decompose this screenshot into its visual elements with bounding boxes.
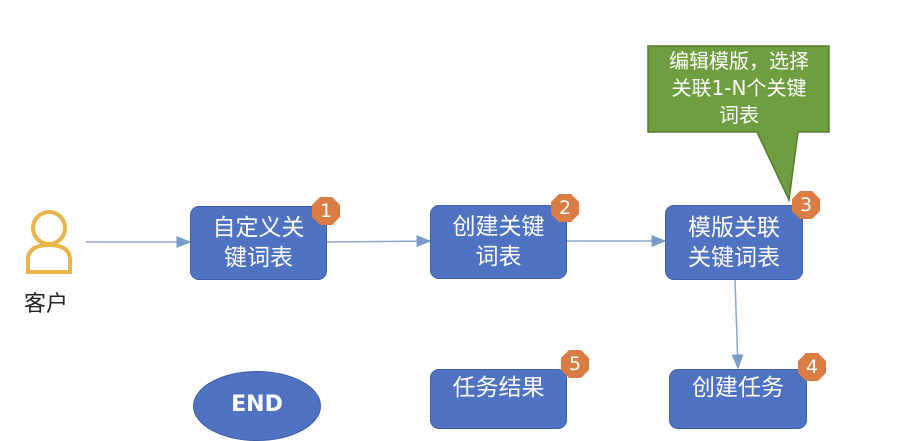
callout-shape (647, 45, 830, 203)
step-2-box[interactable]: 创建关键 词表 (430, 205, 567, 279)
step-2-label-line1: 创建关键 (452, 214, 545, 240)
step-4-box[interactable]: 创建任务 (669, 369, 807, 429)
step-3-box[interactable]: 模版关联 关键词表 (665, 205, 803, 280)
step-4-label-line1: 创建任务 (692, 375, 784, 401)
end-node[interactable]: END (193, 371, 321, 441)
step-5-box[interactable]: 任务结果 (430, 369, 567, 429)
arrow-step1-to-step2 (326, 235, 432, 248)
connectors-layer (26, 45, 830, 370)
step-1-box[interactable]: 自定义关 键词表 (190, 206, 327, 280)
step-2-label-line2: 词表 (475, 244, 522, 270)
step-3-label-line2: 关键词表 (688, 244, 780, 271)
step-3-label-line1: 模版关联 (688, 214, 780, 241)
callout-line1: 编辑模版，选择 (669, 49, 809, 73)
workflow-diagram: 客户 自定义关 键词表 1 创建关键 词表 2 模版关联 关键词表 3 创建任务… (24, 45, 830, 441)
step-1-label-line1: 自定义关 (212, 215, 305, 241)
step-2-number: 2 (558, 197, 572, 219)
callout-line3: 词表 (719, 103, 759, 127)
step-3-number: 3 (799, 194, 813, 216)
step-1-number: 1 (319, 200, 333, 222)
step-5-badge: 5 (560, 349, 590, 379)
step-5-label-line1: 任务结果 (452, 375, 545, 401)
callout-note: 编辑模版，选择 关联1-N个关键 词表 (650, 48, 828, 129)
step-3-badge: 3 (791, 190, 821, 220)
customer-label: 客户 (24, 292, 69, 317)
step-5-number: 5 (568, 353, 582, 375)
end-label: END (231, 392, 283, 417)
step-1-label-line2: 键词表 (224, 245, 293, 271)
customer-person-icon (26, 210, 72, 274)
step-4-badge: 4 (797, 352, 827, 382)
arrow-step3-to-step4 (731, 279, 744, 370)
step-4-number: 4 (805, 356, 819, 378)
step-2-badge: 2 (550, 193, 580, 223)
step-1-badge: 1 (311, 196, 341, 226)
callout-line2: 关联1-N个关键 (671, 76, 807, 100)
